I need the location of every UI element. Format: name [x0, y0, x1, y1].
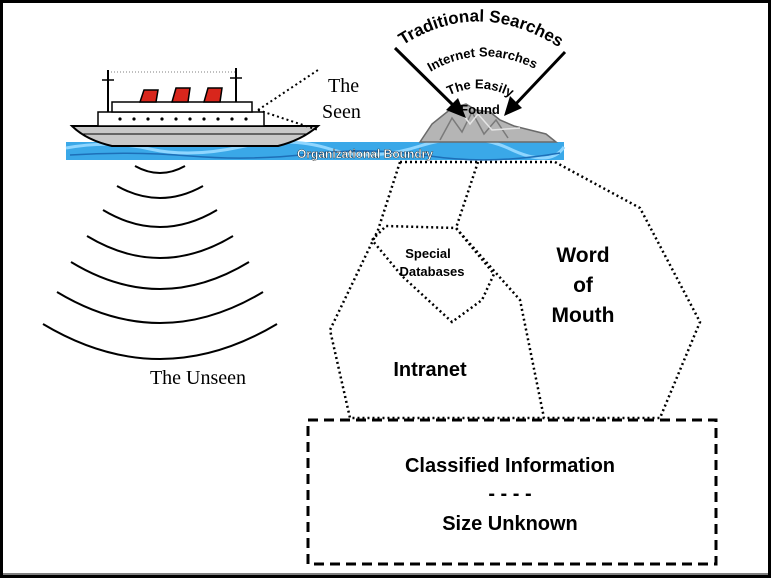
word-of-mouth-line1: Word: [556, 244, 609, 267]
classified-box: [306, 418, 718, 566]
intranet-label: Intranet: [393, 359, 467, 381]
iceberg-outline: [328, 160, 702, 420]
word-of-mouth-line3: Mouth: [552, 304, 615, 327]
water-label: Organizational Boundry: [297, 147, 433, 161]
seen-label-line1: The: [328, 75, 359, 97]
classified-line1: Classified Information: [405, 455, 615, 477]
view-line-bottom: [257, 109, 319, 131]
view-line-top: [257, 69, 319, 111]
arc-label-easily: The Easily: [444, 76, 516, 100]
word-of-mouth-line2: of: [573, 274, 594, 297]
arc-label-internet: Internet Searches: [425, 44, 540, 74]
special-db-line2: Databases: [399, 264, 464, 279]
classified-line2: - - - -: [488, 483, 531, 505]
ship-icon: [69, 68, 321, 147]
iceberg-regions: [328, 160, 702, 420]
arc-label-found: Found: [460, 102, 500, 117]
arc-label-traditional: Traditional Searches: [395, 6, 567, 50]
iceberg-tip-icon: [418, 103, 559, 143]
unseen-label: The Unseen: [150, 367, 246, 389]
special-db-line1: Special: [405, 246, 451, 261]
seen-label-line2: Seen: [322, 101, 361, 123]
sonar-arcs: [42, 165, 278, 360]
word-of-mouth-divider: [454, 161, 546, 419]
special-databases-outline: [371, 224, 496, 324]
search-arrows: [393, 46, 567, 118]
classified-line3: Size Unknown: [442, 513, 578, 535]
